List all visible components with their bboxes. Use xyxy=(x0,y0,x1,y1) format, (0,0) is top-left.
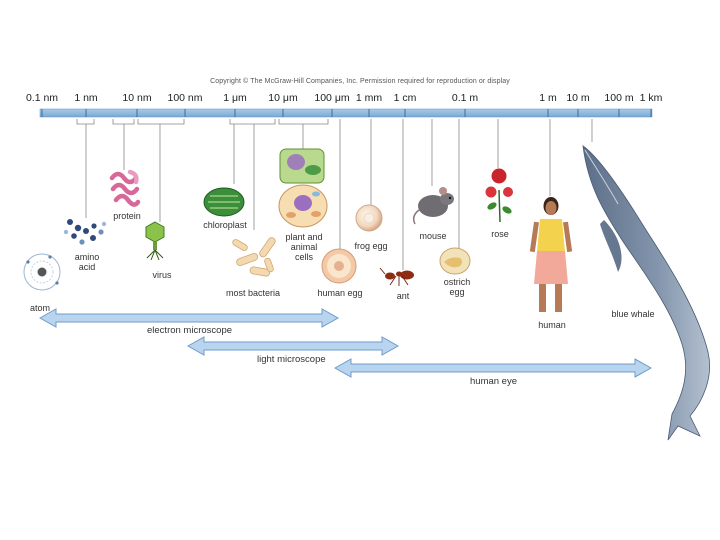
label-amino-acid: amino acid xyxy=(74,252,100,272)
label-protein: protein xyxy=(113,211,141,221)
chloroplast-icon xyxy=(203,187,245,217)
scale-label-1-nm: 1 nm xyxy=(74,92,98,104)
label-most-bacteria: most bacteria xyxy=(225,288,281,298)
scale-label-100-nm: 100 nm xyxy=(167,92,203,104)
scale-label-10-nm: 10 nm xyxy=(122,92,152,104)
human-icon xyxy=(529,197,573,312)
label-chloroplast: chloroplast xyxy=(203,220,247,230)
label-virus: virus xyxy=(152,270,172,280)
protein-icon xyxy=(109,169,141,207)
frog-egg-icon xyxy=(355,204,383,232)
mouse-icon xyxy=(412,187,454,225)
scale-label-100-m: 100 m xyxy=(604,92,634,104)
label-human-egg: human egg xyxy=(317,288,363,298)
scale-label-1-um: 1 μm xyxy=(223,92,247,104)
label-light-microscope: light microscope xyxy=(257,354,326,365)
scale-label-1-cm: 1 cm xyxy=(393,92,417,104)
scale-label-0-1-m: 0.1 m xyxy=(451,92,479,104)
scale-label-1-mm: 1 mm xyxy=(355,92,383,104)
label-human-eye: human eye xyxy=(470,376,518,387)
atom-icon xyxy=(23,253,61,291)
scale-label-1-m: 1 m xyxy=(539,92,557,104)
label-frog-egg: frog egg xyxy=(354,241,388,251)
scale-label-10-um: 10 μm xyxy=(268,92,298,104)
label-electron-microscope: electron microscope xyxy=(147,325,233,336)
amino-acid-icon xyxy=(63,219,107,245)
scale-bar xyxy=(39,108,653,118)
label-plant-animal-cells: plant and animal cells xyxy=(285,232,323,262)
human-egg-icon xyxy=(321,248,357,284)
ant-icon xyxy=(379,267,414,286)
bacteria-icon xyxy=(232,237,276,277)
label-rose: rose xyxy=(491,229,509,239)
label-blue-whale: blue whale xyxy=(611,309,655,319)
label-atom: atom xyxy=(29,303,51,313)
label-mouse: mouse xyxy=(419,231,447,241)
ostrich-egg-icon xyxy=(439,247,471,275)
scale-label-10-m: 10 m xyxy=(566,92,590,104)
electron-microscope-range-arrow xyxy=(38,308,340,328)
copyright-notice: Copyright © The McGraw-Hill Companies, I… xyxy=(210,78,510,85)
light-microscope-range-arrow xyxy=(186,336,400,356)
label-ant: ant xyxy=(396,291,410,301)
label-ostrich-egg: ostrich egg xyxy=(443,277,471,297)
blue-whale-icon xyxy=(582,145,710,441)
virus-icon xyxy=(145,221,165,261)
leader-lines xyxy=(76,119,593,270)
human-eye-range-arrow xyxy=(333,358,653,378)
scale-label-1-km: 1 km xyxy=(639,92,663,104)
rose-icon xyxy=(485,168,513,223)
scale-label-100-um: 100 μm xyxy=(314,92,350,104)
label-human: human xyxy=(538,320,566,330)
cells-icon xyxy=(278,148,328,228)
scale-label-0-1-nm: 0.1 nm xyxy=(25,92,59,104)
